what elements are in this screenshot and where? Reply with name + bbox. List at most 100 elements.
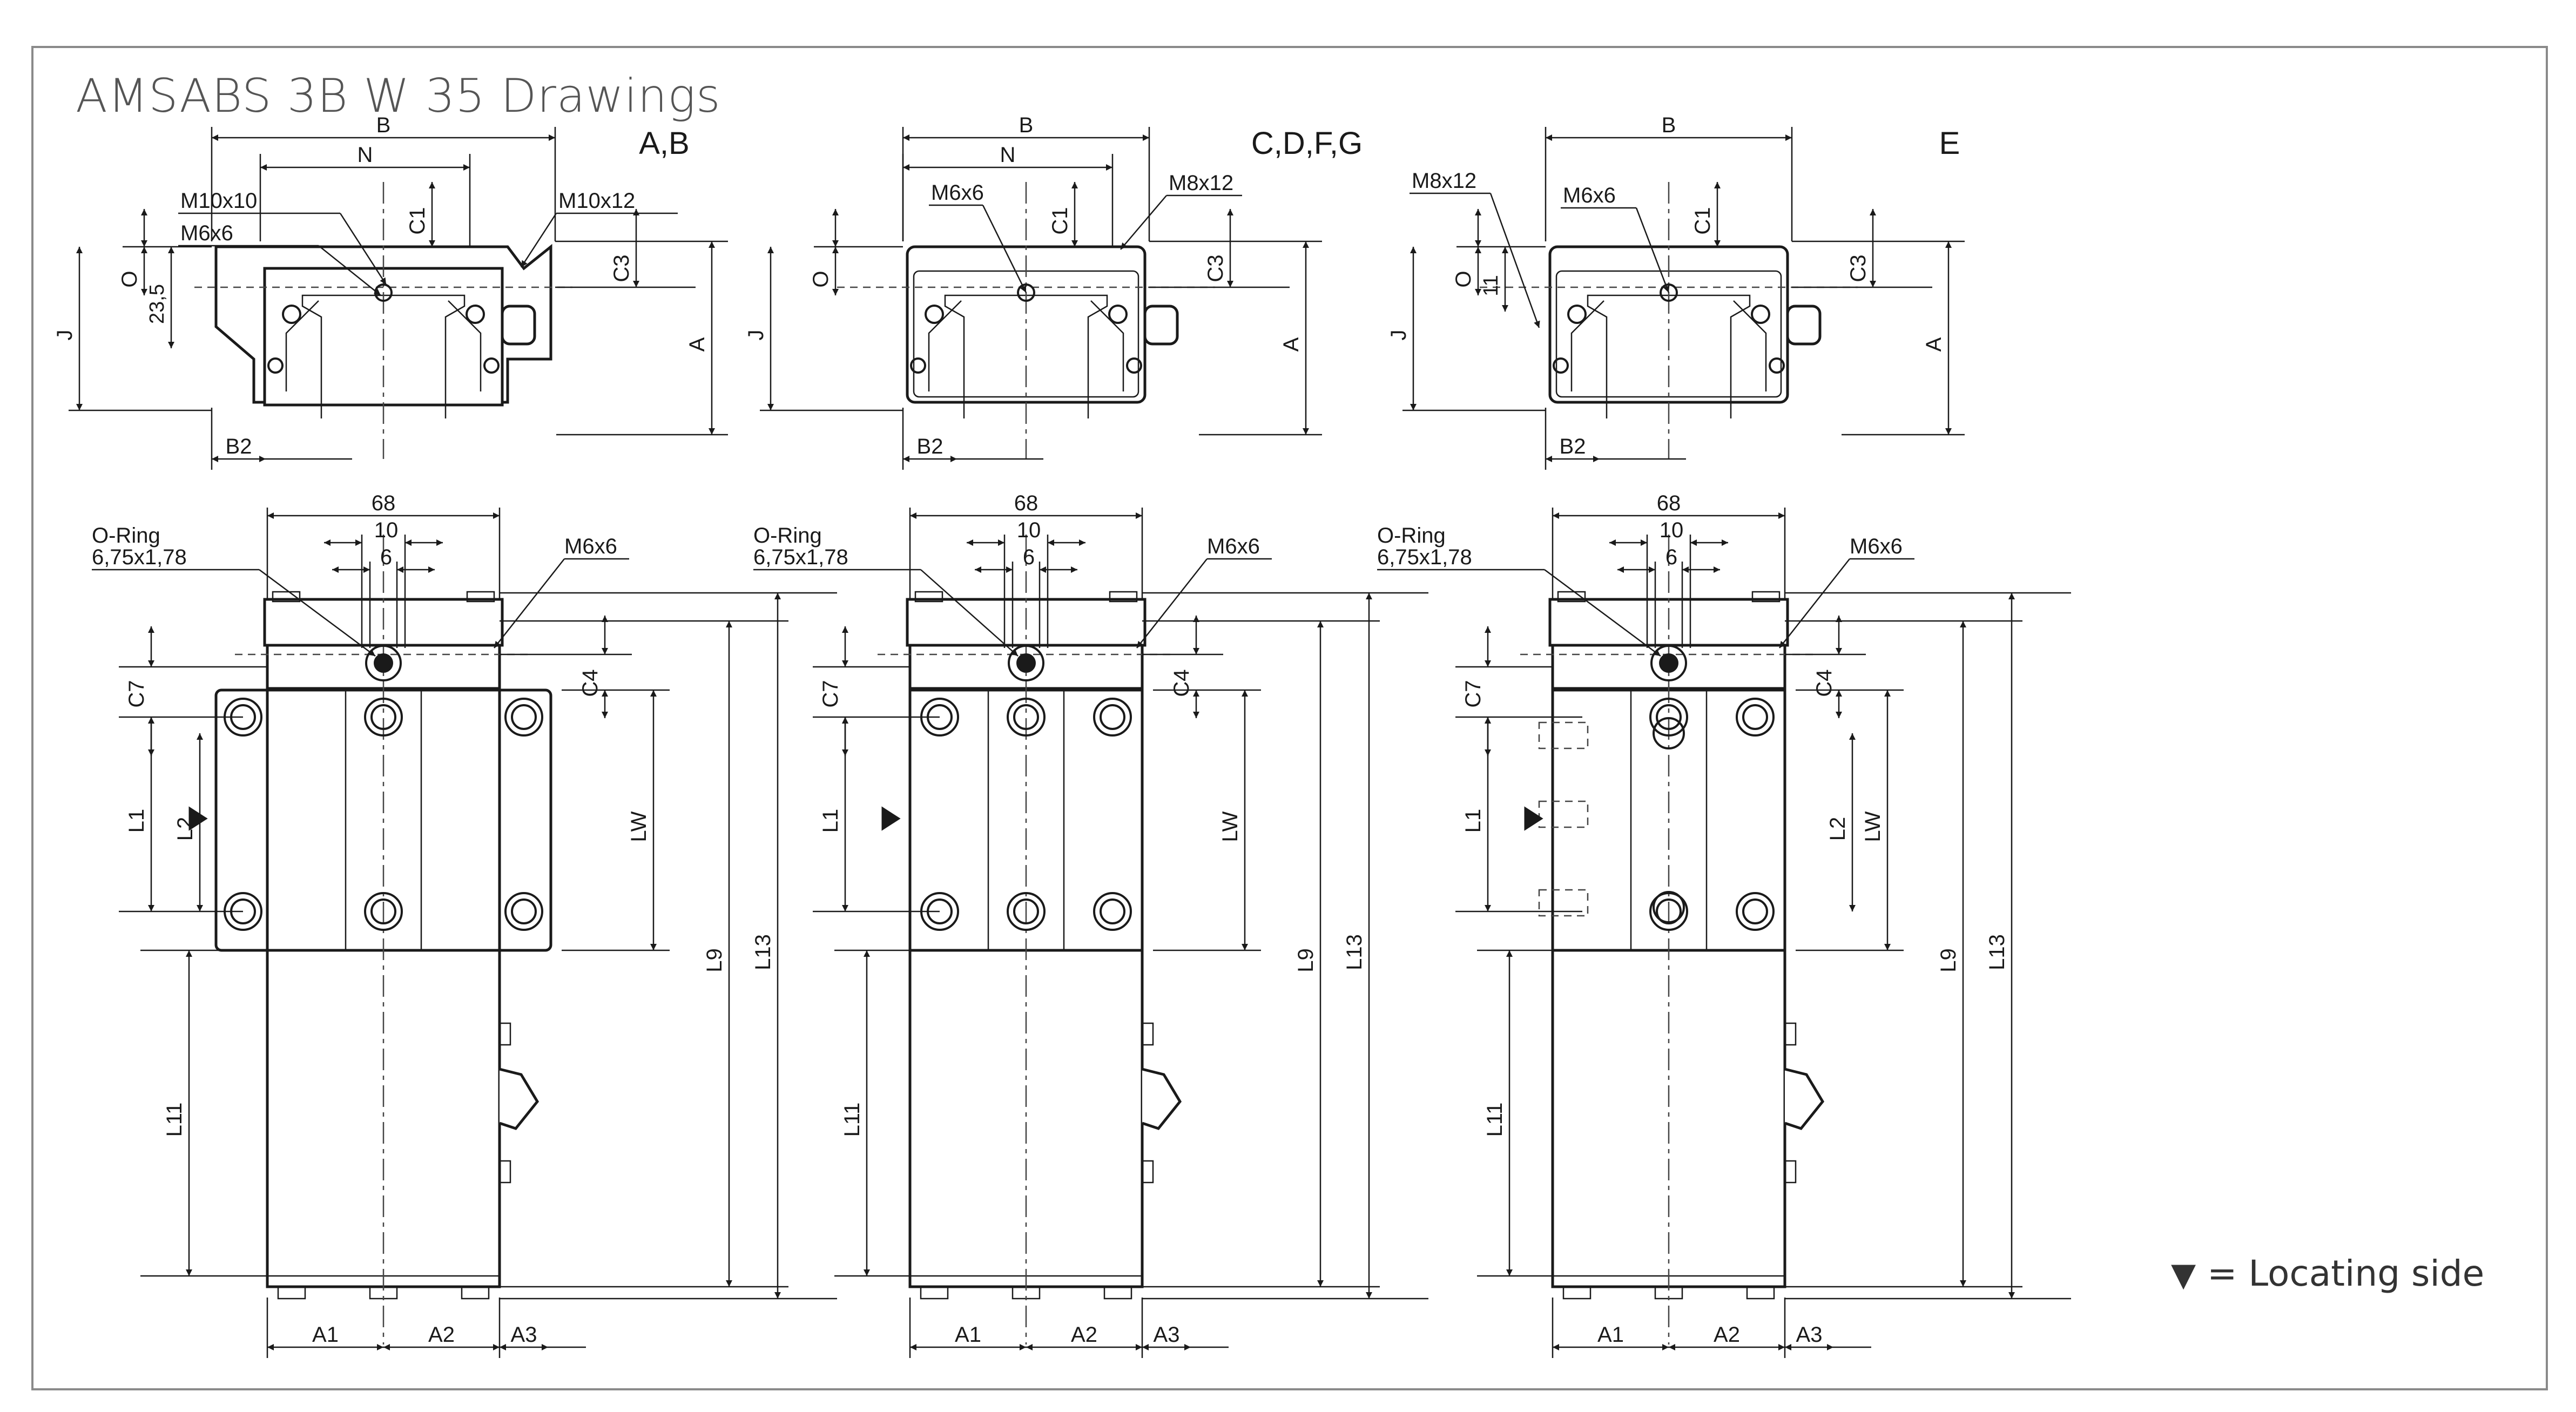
thread-label: M6x6 <box>564 535 617 558</box>
oring-label: O-Ring <box>753 524 822 548</box>
mounting-hole <box>1007 698 1046 737</box>
callout-m6x6-leader <box>318 245 381 296</box>
oring-port-inner <box>1659 653 1678 673</box>
callout-m8x12-leader <box>1120 195 1167 250</box>
thread-label: M6x6 <box>1850 535 1903 558</box>
oring-port-inner <box>374 653 393 673</box>
mounting-hole-inner <box>1742 704 1768 730</box>
screw-hole <box>282 305 301 324</box>
callout-m10x10-label: M10x10 <box>180 189 257 213</box>
dim-68-label: 68 <box>372 491 396 515</box>
dim-10-label: 10 <box>1660 518 1684 542</box>
dim-j-label: J <box>1387 330 1411 341</box>
dim-l13-label: L13 <box>751 934 775 970</box>
housing-tab <box>1141 1022 1154 1046</box>
screw-hole <box>1769 357 1785 374</box>
dim-lw-label: LW <box>627 811 651 842</box>
dim-c3-label: C3 <box>1204 254 1228 282</box>
mounting-hole <box>364 892 403 931</box>
thread-label: M6x6 <box>1207 535 1260 558</box>
variant-ab: A,BBNB2JO23,5C3AC1M10x10M6x6M10x1268106O… <box>53 113 837 1358</box>
callout-m8x12-label: M8x12 <box>1169 171 1233 195</box>
dim-b2-label: B2 <box>1560 435 1586 458</box>
locating-side-icon <box>1524 806 1543 831</box>
mounting-hole-inner <box>1100 898 1125 924</box>
dim-b2-label: B2 <box>917 435 943 458</box>
mounting-hole <box>504 892 543 931</box>
foot-tab <box>1103 1286 1132 1300</box>
foot-tab <box>1562 1286 1592 1300</box>
side-connector <box>501 305 536 346</box>
legend-text: = Locating side <box>2207 1253 2485 1294</box>
carriage-groove-right <box>1090 300 1124 391</box>
dim-10-label: 10 <box>1017 518 1041 542</box>
dim-l9-label: L9 <box>1294 948 1318 972</box>
dim-c1-label: C1 <box>1048 207 1072 234</box>
hidden-thread <box>1538 889 1589 917</box>
callout-m10x12-leader <box>520 213 557 268</box>
dim-a1-label: A1 <box>1597 1323 1624 1347</box>
dim-c3-label: C3 <box>610 254 633 282</box>
mounting-hole <box>504 698 543 737</box>
dim-l11-label: L11 <box>1483 1103 1507 1137</box>
mounting-hole <box>1007 892 1046 931</box>
oring-size-label: 6,75x1,78 <box>92 545 187 569</box>
dim-b-label: B <box>1662 113 1676 137</box>
dim-a-label: A <box>685 337 709 352</box>
dim-l2-label: L2 <box>173 817 197 841</box>
mounting-hole-inner <box>1742 898 1768 924</box>
mounting-hole-inner <box>370 704 396 730</box>
seal-tab <box>914 591 943 603</box>
mounting-hole <box>364 698 403 737</box>
dim-lw-label: LW <box>1861 811 1885 842</box>
dim-l13-label: L13 <box>1985 934 2009 970</box>
dim-c4-label: C4 <box>1170 669 1193 697</box>
dim-l1-label: L1 <box>1461 809 1485 833</box>
dim-extra-label: 11 <box>1480 275 1502 296</box>
variant-label: A,B <box>639 126 690 161</box>
seal-tab <box>272 591 301 603</box>
screw-hole <box>910 357 926 374</box>
thread-leader <box>1779 558 1850 648</box>
oring-port <box>1008 645 1044 681</box>
mounting-hole-inner <box>1656 704 1682 730</box>
dim-j-label: J <box>53 330 77 341</box>
oring-label: O-Ring <box>92 524 160 548</box>
dim-a1-label: A1 <box>955 1323 981 1347</box>
housing-tab <box>1141 1160 1154 1184</box>
screw-hole <box>1751 305 1770 324</box>
dim-l11-label: L11 <box>163 1103 186 1137</box>
side-connector <box>1143 305 1179 346</box>
dim-a3-label: A3 <box>1796 1323 1823 1347</box>
mounting-hole-inner <box>370 898 396 924</box>
carriage-groove-left <box>285 300 319 391</box>
dim-a2-label: A2 <box>1071 1323 1097 1347</box>
mounting-hole-inner <box>511 898 537 924</box>
lube-port-hole <box>1660 283 1678 302</box>
dim-b-label: B <box>1019 113 1034 137</box>
mounting-hole-inner <box>1100 704 1125 730</box>
dim-l2-label: L2 <box>1826 817 1850 841</box>
dim-l11-label: L11 <box>840 1103 864 1137</box>
dim-l1-label: L1 <box>819 809 842 833</box>
page-title: AMSABS 3B W 35 Drawings <box>76 69 721 123</box>
dim-c7-label: C7 <box>125 680 149 707</box>
mounting-hole <box>1093 698 1132 737</box>
housing-tab <box>1784 1022 1797 1046</box>
lube-port-hole <box>1017 283 1035 302</box>
oring-size-label: 6,75x1,78 <box>1377 545 1472 569</box>
dim-n-label: N <box>1000 143 1016 167</box>
locating-side-icon <box>881 806 901 831</box>
dim-10-label: 10 <box>374 518 399 542</box>
callout-m6x6-label: M6x6 <box>1563 184 1616 207</box>
oring-leader <box>920 569 1019 657</box>
dim-c7-label: C7 <box>819 680 842 707</box>
dim-a2-label: A2 <box>428 1323 455 1347</box>
carriage-groove-right <box>1733 300 1767 391</box>
mounting-hole-inner <box>1013 898 1039 924</box>
cable-gland <box>1142 1068 1182 1130</box>
mounting-hole-inner <box>1013 704 1039 730</box>
dim-l9-label: L9 <box>703 948 726 972</box>
callout-m6x6-leader <box>1635 207 1670 293</box>
seal-tab <box>1109 591 1138 603</box>
